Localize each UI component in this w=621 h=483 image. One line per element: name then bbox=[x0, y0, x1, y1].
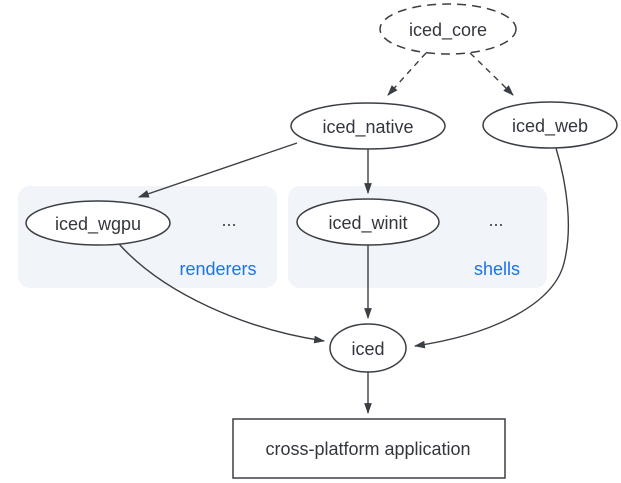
node-iced-winit-label: iced_winit bbox=[328, 213, 407, 234]
edge-wgpu-to-iced bbox=[118, 243, 326, 344]
edge-core-to-web bbox=[469, 52, 514, 96]
node-iced-native-ellipse bbox=[290, 102, 446, 150]
edge-core-to-native bbox=[387, 52, 427, 96]
node-iced-wgpu-ellipse bbox=[25, 200, 171, 246]
renderers-group-label: renderers bbox=[179, 259, 256, 279]
node-iced-native-label: iced_native bbox=[322, 117, 413, 138]
node-iced-wgpu-label: iced_wgpu bbox=[55, 214, 141, 235]
node-iced-core-label: iced_core bbox=[409, 20, 487, 41]
node-iced-web-label: iced_web bbox=[512, 116, 588, 137]
node-iced-web-ellipse bbox=[482, 101, 618, 149]
node-iced-core-ellipse bbox=[379, 3, 517, 55]
renderers-ellipsis: ... bbox=[221, 210, 236, 230]
node-iced-ellipse bbox=[329, 323, 407, 373]
shells-group-label: shells bbox=[474, 259, 520, 279]
node-iced-label: iced bbox=[351, 339, 384, 359]
edge-web-to-iced bbox=[413, 147, 570, 349]
node-application-rect bbox=[232, 418, 506, 479]
node-application-label: cross-platform application bbox=[265, 439, 470, 459]
node-iced-winit-ellipse bbox=[296, 198, 440, 246]
edge-native-to-wgpu bbox=[137, 142, 298, 198]
shells-ellipsis: ... bbox=[488, 210, 503, 230]
